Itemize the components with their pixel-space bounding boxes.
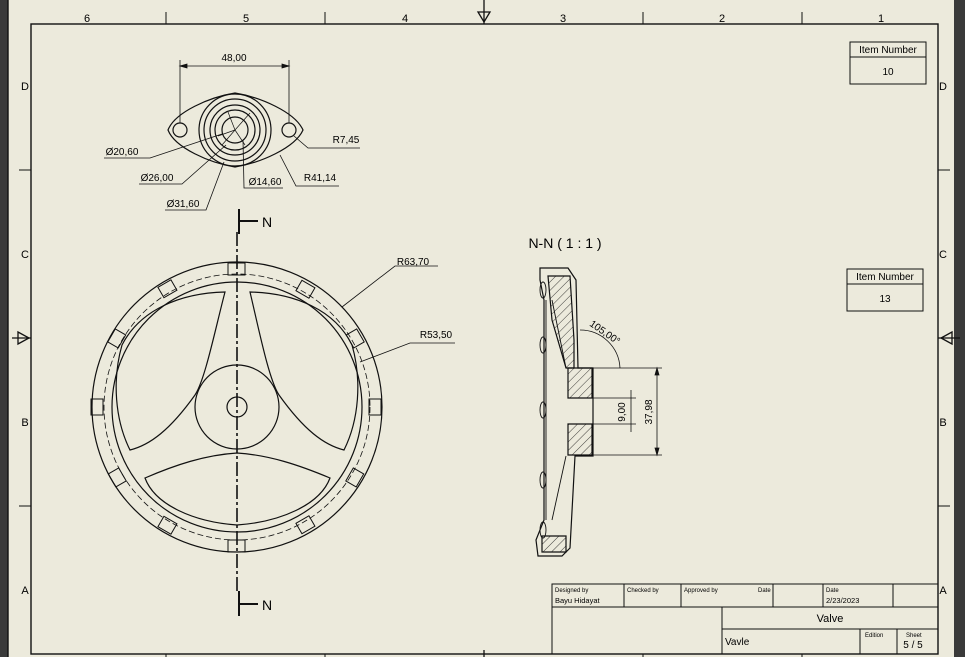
centering-marks [12, 0, 960, 657]
dim-diameter-label: Ø26,00 [141, 173, 174, 184]
dim-bore-label: 9,00 [617, 402, 628, 422]
col-label: 3 [560, 13, 566, 25]
item-number-box-2[interactable]: Item Number 13 [846, 268, 924, 312]
dim-diameter-label: Ø20,60 [106, 147, 139, 158]
sheet-label: Sheet [906, 633, 922, 639]
row-labels: D C B A D C B A [21, 81, 947, 597]
section-arrow-top [238, 209, 258, 234]
spoke-opening-right [249, 291, 359, 451]
top-view[interactable] [104, 60, 360, 211]
top-view-leaders [104, 133, 360, 211]
dim-width-label: 48,00 [221, 53, 246, 64]
section-hatch-hub-top [567, 367, 593, 399]
section-marker-top: N [262, 214, 272, 230]
sheet-value: 5 / 5 [903, 640, 923, 651]
section-arrow-bottom [238, 591, 258, 616]
designed-by-value: Bayu Hidayat [555, 596, 601, 605]
designed-by-label: Designed by [555, 588, 588, 594]
paper-background [8, 0, 954, 657]
wheel-view[interactable] [90, 209, 455, 616]
section-hatch-hub-bottom [567, 423, 593, 456]
row-label: A [21, 585, 29, 597]
row-label: D [21, 81, 29, 93]
col-label: 1 [878, 13, 884, 25]
dim-height-label: 37,98 [644, 399, 655, 424]
item-number-label: Item Number [859, 45, 917, 56]
column-labels: 6 5 4 3 2 1 [84, 13, 884, 25]
item-number-value: 13 [879, 294, 891, 305]
hub-ring-2 [203, 98, 267, 162]
section-hatch-lower [541, 535, 567, 553]
section-dimensions [579, 329, 662, 457]
drawing-title: Valve [817, 613, 844, 625]
row-label: D [939, 81, 947, 93]
dim-diameter-label: Ø14,60 [249, 177, 282, 188]
hub-ring-4 [214, 109, 256, 151]
col-label: 4 [402, 13, 408, 25]
top-view-dimension-labels: 48,00 Ø20,60 Ø26,00 Ø31,60 Ø14,60 R7,45 … [106, 53, 360, 210]
col-label: 2 [719, 13, 725, 25]
row-label: B [21, 417, 28, 429]
spoke-opening-bottom [144, 452, 331, 526]
date-value: 2/23/2023 [826, 596, 859, 605]
section-profile-outline [535, 267, 594, 557]
section-view-title: N-N ( 1 : 1 ) [528, 235, 601, 251]
dim-radius-label: R41,14 [304, 173, 337, 184]
dim-radius-label: R7,45 [333, 135, 360, 146]
hub-ring-outer [198, 93, 272, 167]
item-number-box-1[interactable]: Item Number 10 [849, 41, 927, 85]
row-label: C [21, 249, 29, 261]
row-label: A [939, 585, 947, 597]
dim-diameter-label: Ø31,60 [167, 199, 200, 210]
checked-by-label: Checked by [627, 588, 659, 594]
wheel-leaders [341, 265, 455, 363]
section-detail-lines [539, 281, 592, 539]
approved-by-label: Approved by [684, 588, 718, 594]
section-marker-bottom: N [262, 597, 272, 613]
col-label: 6 [84, 13, 90, 25]
dim-radius-label: R63,70 [397, 257, 430, 268]
title-block[interactable] [551, 583, 939, 655]
date-label: Date [758, 588, 771, 594]
dim-radius-label: R53,50 [420, 330, 453, 341]
hub-ring-3 [209, 104, 261, 156]
item-number-label: Item Number [856, 272, 914, 283]
row-label: C [939, 249, 947, 261]
spoke-opening-left [115, 291, 226, 451]
row-label: B [939, 417, 946, 429]
hub-center-lines [217, 111, 251, 146]
hub-bore [221, 116, 249, 144]
title-block-text: Designed by Bayu Hidayat Checked by Appr… [555, 588, 923, 651]
flange-outline [167, 92, 304, 168]
item-number-value: 10 [882, 67, 894, 78]
date-label: Date [826, 588, 839, 594]
drawing-subtitle: Vavle [725, 637, 750, 648]
dim-width [178, 60, 291, 123]
col-label: 5 [243, 13, 249, 25]
edition-label: Edition [865, 633, 883, 639]
section-view[interactable] [535, 267, 662, 557]
